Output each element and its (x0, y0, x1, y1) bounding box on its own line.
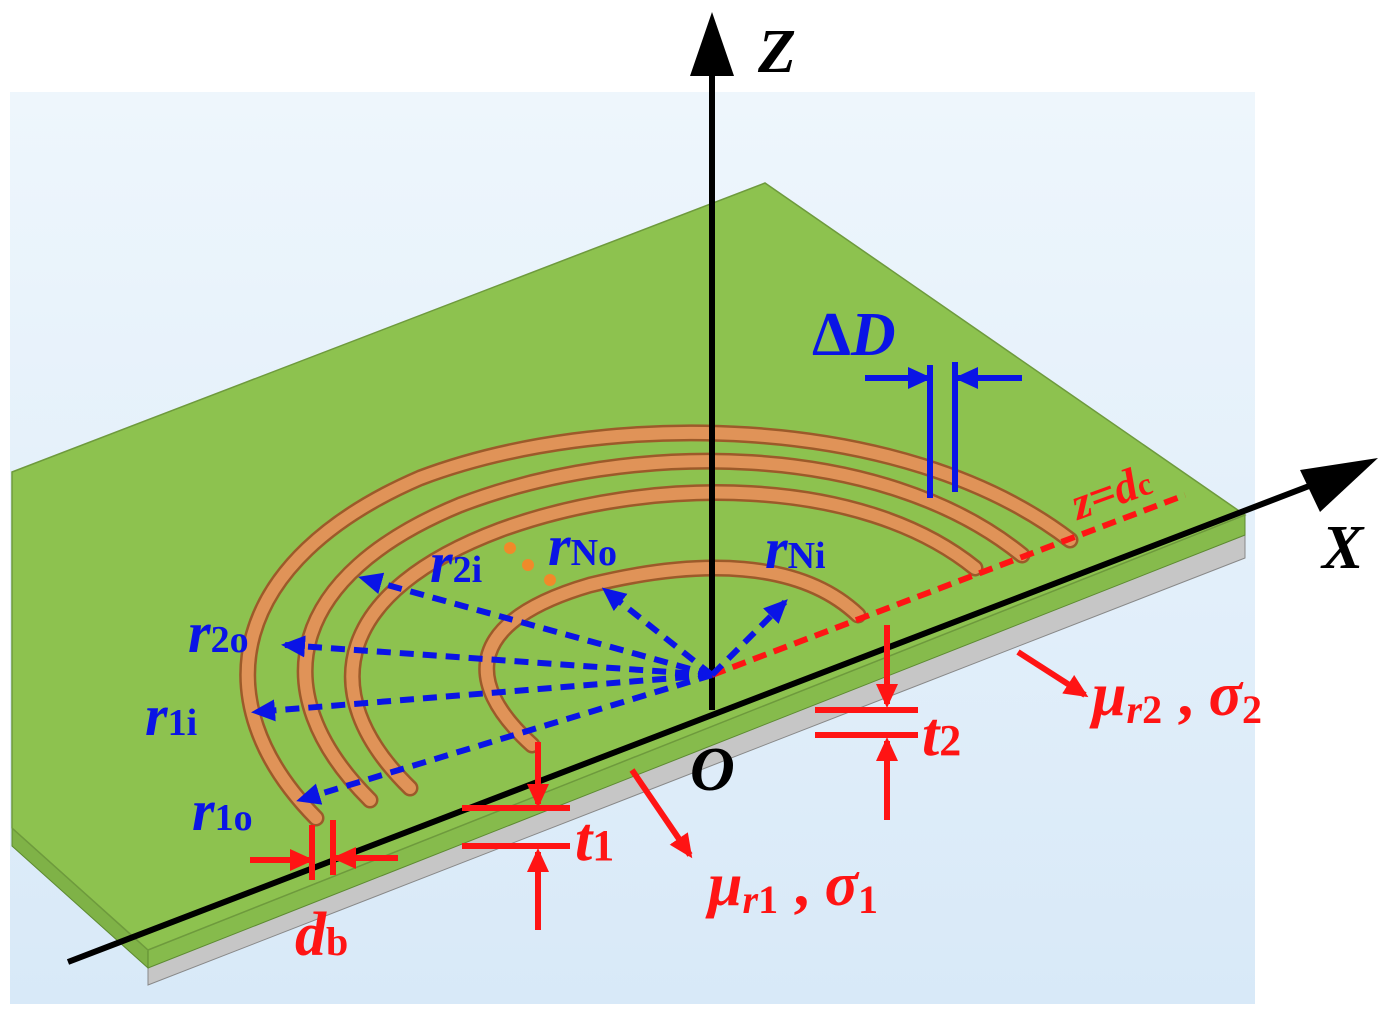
green-plate (11, 182, 1247, 951)
arrow-r2i (358, 572, 713, 678)
coil-turn-1 (239, 424, 1079, 827)
label-rNo: rNo (548, 513, 617, 578)
label-rNi: rNi (765, 516, 826, 581)
arrow-r1i (251, 672, 713, 722)
radius-arrows (251, 572, 788, 805)
arrow-rNi (709, 599, 788, 678)
z-dc-line (710, 492, 1187, 678)
label-mu1-sigma1: μr1 , σ1 (705, 851, 878, 922)
ellipsis-dot (544, 574, 556, 586)
ellipsis-dot (522, 559, 534, 571)
arrow-r1o (296, 672, 713, 805)
x-axis-arrowhead (1300, 458, 1378, 512)
label-db: db (295, 901, 348, 969)
label-r1i: r1i (145, 683, 197, 748)
arrow-r2o (281, 635, 713, 678)
label-delta-d: ΔD (812, 301, 896, 369)
label-t1: t1 (575, 806, 614, 874)
t2-indicator: t2 (815, 625, 961, 820)
label-t2: t2 (922, 701, 961, 769)
z-axis-arrowhead (690, 12, 734, 76)
t1-indicator: t1 (462, 742, 614, 930)
z-axis-label: Z (757, 18, 796, 86)
mu2-pointer (1016, 649, 1089, 698)
x-axis-label: X (1320, 514, 1365, 582)
coil-turn-3 (343, 484, 984, 797)
db-indicator: db (250, 820, 398, 969)
label-r1o: r1o (192, 778, 253, 843)
coil-turn-inner (478, 559, 867, 754)
label-r2o: r2o (188, 600, 249, 665)
coil-turns (239, 424, 1079, 827)
origin-label: O (690, 736, 735, 804)
label-mu2-sigma2: μr2 , σ2 (1089, 661, 1262, 732)
mu1-pointer (629, 768, 693, 859)
delta-d-indicator: ΔD (812, 301, 1022, 498)
ellipsis-dot (504, 542, 516, 554)
coil-turn-2 (296, 452, 1031, 809)
label-r2i: r2i (430, 530, 482, 595)
x-axis (66, 475, 1332, 965)
